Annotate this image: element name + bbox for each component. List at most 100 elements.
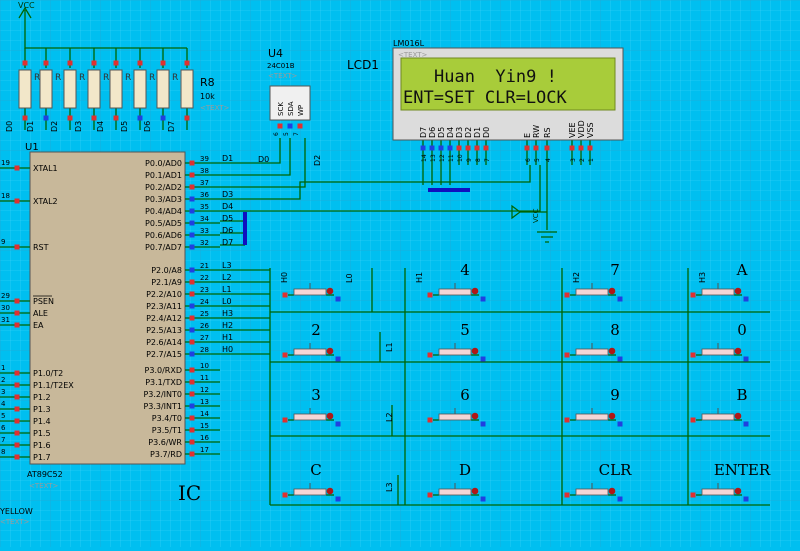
lcd-power-pin-name: VEE (568, 122, 577, 138)
keypad-key-label: 9 (610, 386, 620, 404)
mcu-right-pin-number: 32 (200, 239, 209, 247)
lcd-ctrl-pin-dot (524, 145, 530, 151)
keypad-button[interactable] (564, 343, 623, 362)
switch-pin (743, 496, 749, 502)
p2-wires (220, 269, 270, 355)
keypad-button[interactable] (564, 483, 623, 502)
resistor-bottom-pin (67, 115, 73, 121)
keypad-button[interactable] (690, 408, 749, 427)
lcd-line-2: ENT=SET CLR=LOCK (403, 88, 568, 108)
switch-body (293, 488, 327, 496)
lcd-ctrl-pin-name: E (523, 133, 532, 138)
mcu-chip[interactable] (29, 151, 186, 465)
eeprom-pin-dot (297, 123, 303, 129)
lcd-data-pin-dot (474, 145, 480, 151)
mcu-right-pin-dot (189, 244, 195, 250)
lcd-module[interactable] (392, 47, 624, 141)
mcu-left-pin-number: 29 (1, 292, 10, 300)
switch-led-icon (608, 412, 616, 420)
mcu-net-label: D7 (222, 238, 233, 247)
lcd-data-pin-dot (447, 145, 453, 151)
lcd-data-pin-dot (465, 145, 471, 151)
mcu-left-pin-name: P1.3 (33, 405, 51, 414)
mcu-right-pin-number: 26 (200, 322, 209, 330)
eeprom-part: 24C01B (267, 62, 295, 70)
switch-pin (564, 292, 570, 298)
keypad-key-label: 4 (460, 261, 470, 279)
keypad-button[interactable] (564, 283, 623, 302)
keypad-button[interactable] (282, 343, 341, 362)
keypad-row-wires (270, 311, 770, 506)
keypad-button[interactable] (282, 408, 341, 427)
mcu-left-pin-number: 18 (1, 192, 10, 200)
lcd-power-pin-number: 1 (588, 158, 595, 162)
keypad-button[interactable] (427, 283, 486, 302)
mcu-right-pin-dot (189, 351, 195, 357)
keypad-button[interactable] (690, 343, 749, 362)
mcu-right-pin-dot (189, 196, 195, 202)
mcu-left-pin-name: P1.7 (33, 453, 51, 462)
mcu-net-label: D6 (222, 226, 233, 235)
mcu-right-pin-name: P0.0/AD0 (145, 159, 182, 168)
mcu-left-pin-dot (14, 394, 20, 400)
keypad-button[interactable] (427, 483, 486, 502)
switch-body (293, 413, 327, 421)
keypad-button[interactable] (427, 343, 486, 362)
mcu-right-pin-number: 11 (200, 374, 209, 382)
mcu-right-pin-number: 35 (200, 203, 209, 211)
switch-pin (564, 417, 570, 423)
mcu-right-pin-name: P0.3/AD3 (145, 195, 182, 204)
keypad-key-label: A (736, 261, 748, 279)
eeprom-pin-dot (277, 123, 283, 129)
switch-led-icon (326, 487, 334, 495)
resistor-top-leads (24, 48, 188, 68)
switch-pin (690, 492, 696, 498)
vcc-label: VCC (18, 1, 35, 10)
mcu-left-pin-dot (14, 322, 20, 328)
switch-pin (690, 417, 696, 423)
resistor-body (39, 69, 53, 109)
mcu-left-pins: 19XTAL118XTAL29RST29PSEN30ALE31EA1P1.0/T… (0, 159, 74, 462)
keypad-button[interactable] (564, 408, 623, 427)
resistor-r-label: R (55, 73, 61, 83)
mcu-right-pin-dot (189, 367, 195, 373)
lcd-data-pin-dot (483, 145, 489, 151)
keypad-button[interactable] (282, 283, 341, 302)
lcd-data-pin-number: 11 (448, 154, 455, 162)
mcu-right-pin-dot (189, 415, 195, 421)
mcu-left-pin-name: ALE (33, 309, 48, 318)
r8-ref: R8 (200, 76, 215, 89)
keypad-button[interactable] (427, 408, 486, 427)
mcu-right-pin-name: P2.1/A9 (151, 278, 182, 287)
wire-d2 (220, 138, 306, 188)
keypad-button[interactable] (690, 283, 749, 302)
lcd-power-pin-number: 2 (579, 158, 586, 162)
eeprom-pin-dot (287, 123, 293, 129)
mcu-left-pin-number: 3 (1, 388, 5, 396)
lcd-power-pin-number: 3 (570, 158, 577, 162)
mcu-net-label: D3 (222, 190, 233, 199)
keypad-button[interactable] (690, 483, 749, 502)
mcu-left-pin-name: P1.0/T2 (33, 369, 63, 378)
keypad-key-label: 8 (610, 321, 620, 339)
keypad-key-label: CLR (599, 461, 632, 479)
resistor-top-pin (22, 60, 28, 66)
eeprom-chip[interactable] (269, 85, 311, 121)
keypad-button[interactable] (282, 483, 341, 502)
net-d2-label: D2 (313, 155, 322, 166)
switch-body (575, 488, 609, 496)
mcu-left-pin-name: P1.4 (33, 417, 51, 426)
switch-pin (617, 356, 623, 362)
resistor-top-pin (113, 60, 119, 66)
keypad-key-label: 7 (610, 261, 620, 279)
resistor-bottom-pin (184, 115, 190, 121)
mcu-left-pin-number: 1 (1, 364, 5, 372)
mcu-right-pin-number: 25 (200, 310, 209, 318)
switch-led-icon (471, 347, 479, 355)
switch-led-icon (471, 287, 479, 295)
mcu-left-pin-name: RST (33, 243, 49, 252)
lcd-ctrl-pin-dot (533, 145, 539, 151)
mcu-right-pin-dot (189, 291, 195, 297)
